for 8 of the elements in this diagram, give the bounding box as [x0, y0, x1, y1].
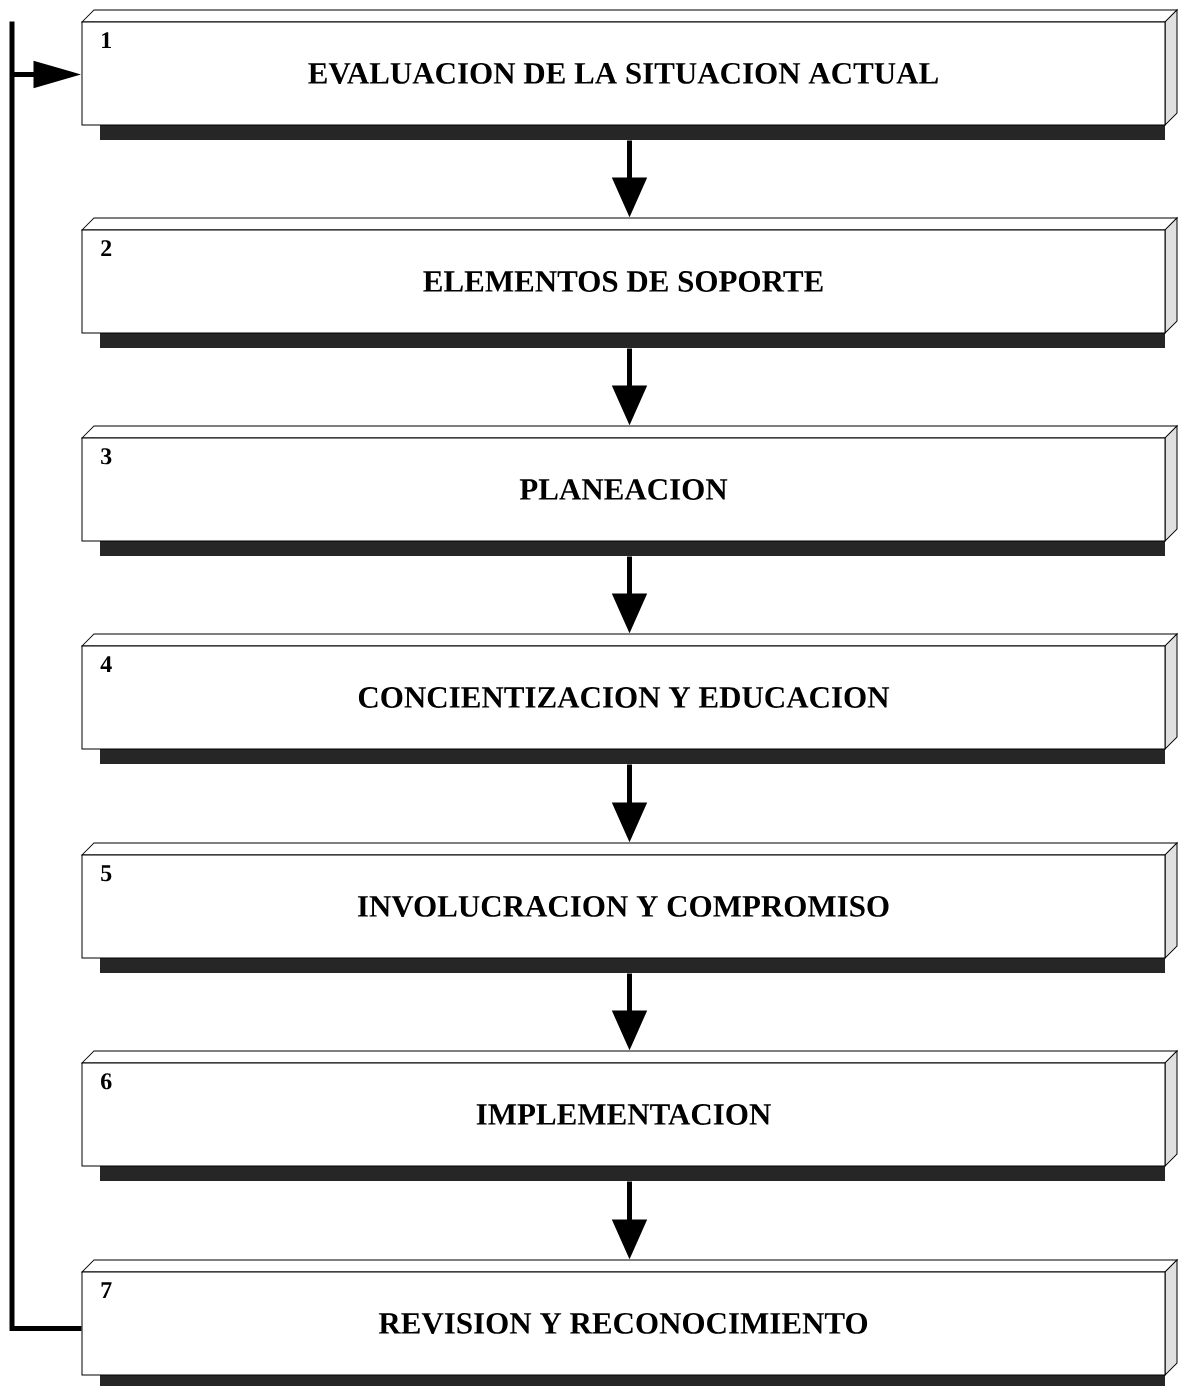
step-box: PLANEACION 3 [81, 425, 1178, 556]
step-box: INVOLUCRACION Y COMPROMISO 5 [81, 842, 1178, 973]
step-box: EVALUACION DE LA SITUACION ACTUAL 1 [81, 9, 1178, 140]
step-box: ELEMENTOS DE SOPORTE 2 [81, 217, 1178, 348]
step-box: CONCIENTIZACION Y EDUCACION 4 [81, 633, 1178, 764]
step-box: REVISION Y RECONOCIMIENTO 7 [81, 1259, 1178, 1386]
step-box: IMPLEMENTACION 6 [81, 1050, 1178, 1181]
feedback-arrow [9, 19, 82, 1331]
